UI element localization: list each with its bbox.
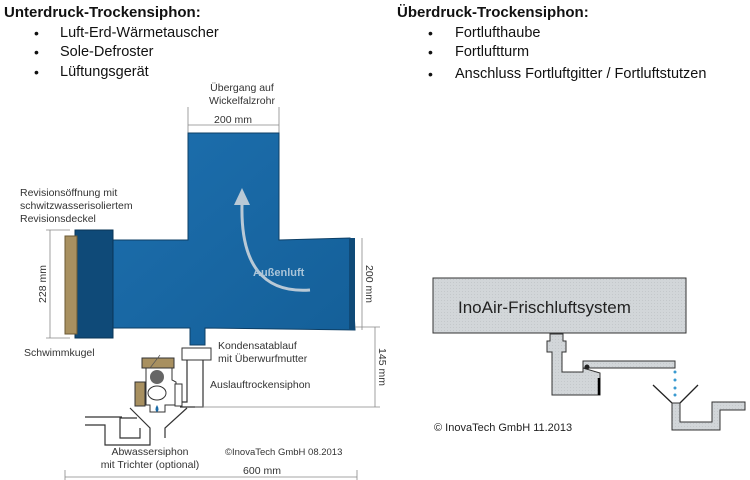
left-item: Lüftungsgerät	[60, 64, 149, 80]
dimension-right-label: 200 mm	[363, 265, 375, 303]
waste-siphon-funnel	[85, 407, 188, 446]
bullet-icon: •	[428, 66, 433, 82]
left-item: Sole-Defroster	[60, 44, 154, 60]
revision-cover	[74, 229, 114, 339]
bullet-icon: •	[34, 64, 39, 80]
valve-seat	[147, 385, 167, 401]
drain-pipe	[180, 360, 204, 408]
bullet-icon: •	[34, 25, 39, 41]
airflow-arrow	[240, 204, 311, 292]
revision-label: Revisionsdeckel	[20, 213, 96, 225]
dimension-left-label: 228 mm	[37, 265, 49, 303]
dimension-top	[187, 107, 280, 133]
union-nut	[181, 347, 212, 361]
waste-label: Abwassersiphon	[111, 446, 188, 458]
left-heading: Unterdruck-Trockensiphon:	[4, 4, 201, 21]
drain-label: Kondensatablauf	[218, 340, 297, 352]
right-item: Fortlufthaube	[455, 25, 541, 41]
siphon-cap	[141, 357, 175, 369]
right-heading: Überdruck-Trockensiphon:	[397, 4, 589, 21]
waste-trap	[671, 401, 746, 431]
bullet-icon: •	[428, 44, 433, 60]
bullet-icon: •	[34, 44, 39, 60]
float-label: Schwimmkugel	[24, 347, 95, 359]
arrow-head-icon	[234, 188, 250, 205]
transition-label: Wickelfalzrohr	[209, 95, 275, 107]
revision-insulation	[64, 235, 78, 335]
dimension-top-label: 200 mm	[214, 114, 252, 126]
transition-label: Übergang auf	[210, 82, 274, 94]
revision-label: schwitzwasserisoliertem	[20, 200, 133, 212]
funnel	[652, 384, 699, 404]
dimension-height-label: 145 mm	[376, 348, 388, 386]
revision-label: Revisionsöffnung mit	[20, 187, 117, 199]
bullet-icon: •	[428, 25, 433, 41]
drain-label: mit Überwurfmutter	[218, 353, 308, 365]
right-item: Fortluftturm	[455, 44, 530, 60]
dimension-left	[46, 229, 70, 339]
outlet-pipe	[582, 360, 676, 369]
water-drop-icon	[155, 405, 159, 412]
dimension-bottom	[64, 470, 358, 480]
outlet-label: Auslauftrockensiphon	[210, 379, 311, 391]
water-drops-icon	[673, 370, 677, 397]
right-item: Anschluss Fortluftgitter / Fortluftstutz…	[455, 66, 707, 82]
float-ball	[150, 370, 164, 384]
ueberdruck-diagram: InoAir-Frischluftsystem © InovaTech GmbH…	[432, 277, 746, 434]
right-flange	[349, 238, 355, 330]
system-box	[432, 277, 687, 334]
copyright-right: © InovaTech GmbH 11.2013	[434, 422, 572, 434]
left-item: Luft-Erd-Wärmetauscher	[60, 25, 219, 41]
dimension-height	[195, 326, 380, 408]
copyright-left: ©InovaTech GmbH 08.2013	[225, 447, 342, 458]
airflow-label: Außenluft	[253, 267, 305, 279]
dimension-bottom-label: 600 mm	[243, 465, 281, 477]
system-label: InoAir-Frischluftsystem	[458, 298, 631, 317]
t-pipe	[112, 132, 356, 346]
unterdruck-diagram: Übergang auf Wickelfalzrohr 200 mm Außen…	[20, 82, 388, 480]
waste-label: mit Trichter (optional)	[101, 459, 200, 471]
